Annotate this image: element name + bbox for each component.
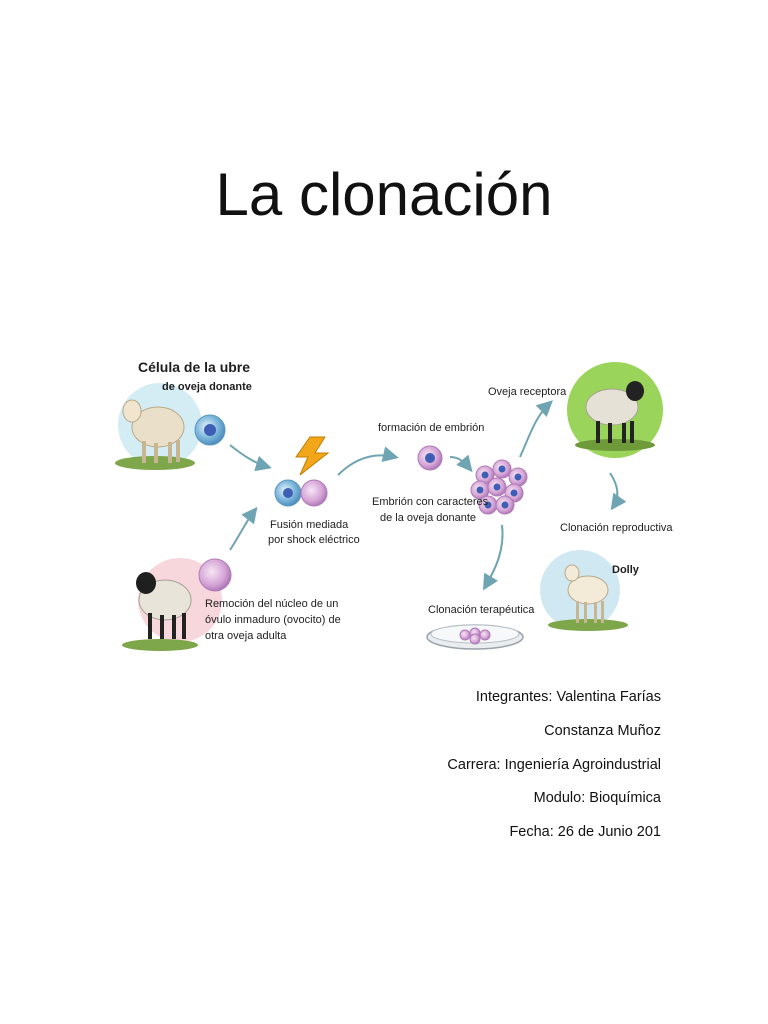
label-reproductive-cloning: Clonación reproductiva [560,522,673,534]
oocyte-cell-icon [198,558,232,592]
module-line: Modulo: Bioquímica [533,790,661,806]
arrow-1 [229,444,272,472]
label-donor-cell: Célula de la ubre [138,359,251,375]
label-dolly: Dolly [612,564,639,576]
label-fusion-2: por shock eléctrico [268,534,360,546]
label-removal-1: Remoción del núcleo de un [205,598,339,610]
career-line: Carrera: Ingeniería Agroindustrial [447,757,661,773]
morula-icon [470,459,528,515]
label-embryo-traits-1: Embrión con caracteres [372,496,489,508]
label-recipient-sheep: Oveja receptora [488,386,567,398]
arrow-3 [337,446,399,476]
label-therapeutic-cloning: Clonación terapéutica [428,604,535,616]
dolly-sheep-icon [540,550,628,631]
arrow-6 [482,524,504,591]
lightning-bolt-icon [295,436,330,476]
label-embryo-formation: formación de embrión [378,422,485,434]
recipient-sheep-icon [567,362,663,458]
label-embryo-traits-2: de la oveja donante [380,512,477,524]
members-line: Integrantes: Valentina Farías [475,689,661,705]
arrow-7 [609,472,627,511]
arrow-4 [449,454,473,473]
date-line: Fecha: 26 de Junio 201 [509,824,661,840]
label-removal-2: óvulo inmaduro (ovocito) de [205,614,341,626]
member2-line: Constanza Muñoz [544,723,661,739]
fusion-cell-pink [300,479,328,507]
label-fusion-1: Fusión mediada [270,519,349,531]
cloning-diagram-graphic [115,362,663,651]
donor-sheep-icon [115,383,202,470]
page-title: La clonación [215,161,553,228]
petri-dish-icon [426,624,524,650]
arrow-5 [519,400,553,458]
label-removal-3: otra oveja adulta [205,630,287,642]
label-donor-cell-sub: de oveja donante [162,381,252,393]
cloning-diagram: Célula de la ubre de oveja donante Fusió… [110,345,685,665]
arrow-2 [229,506,258,551]
